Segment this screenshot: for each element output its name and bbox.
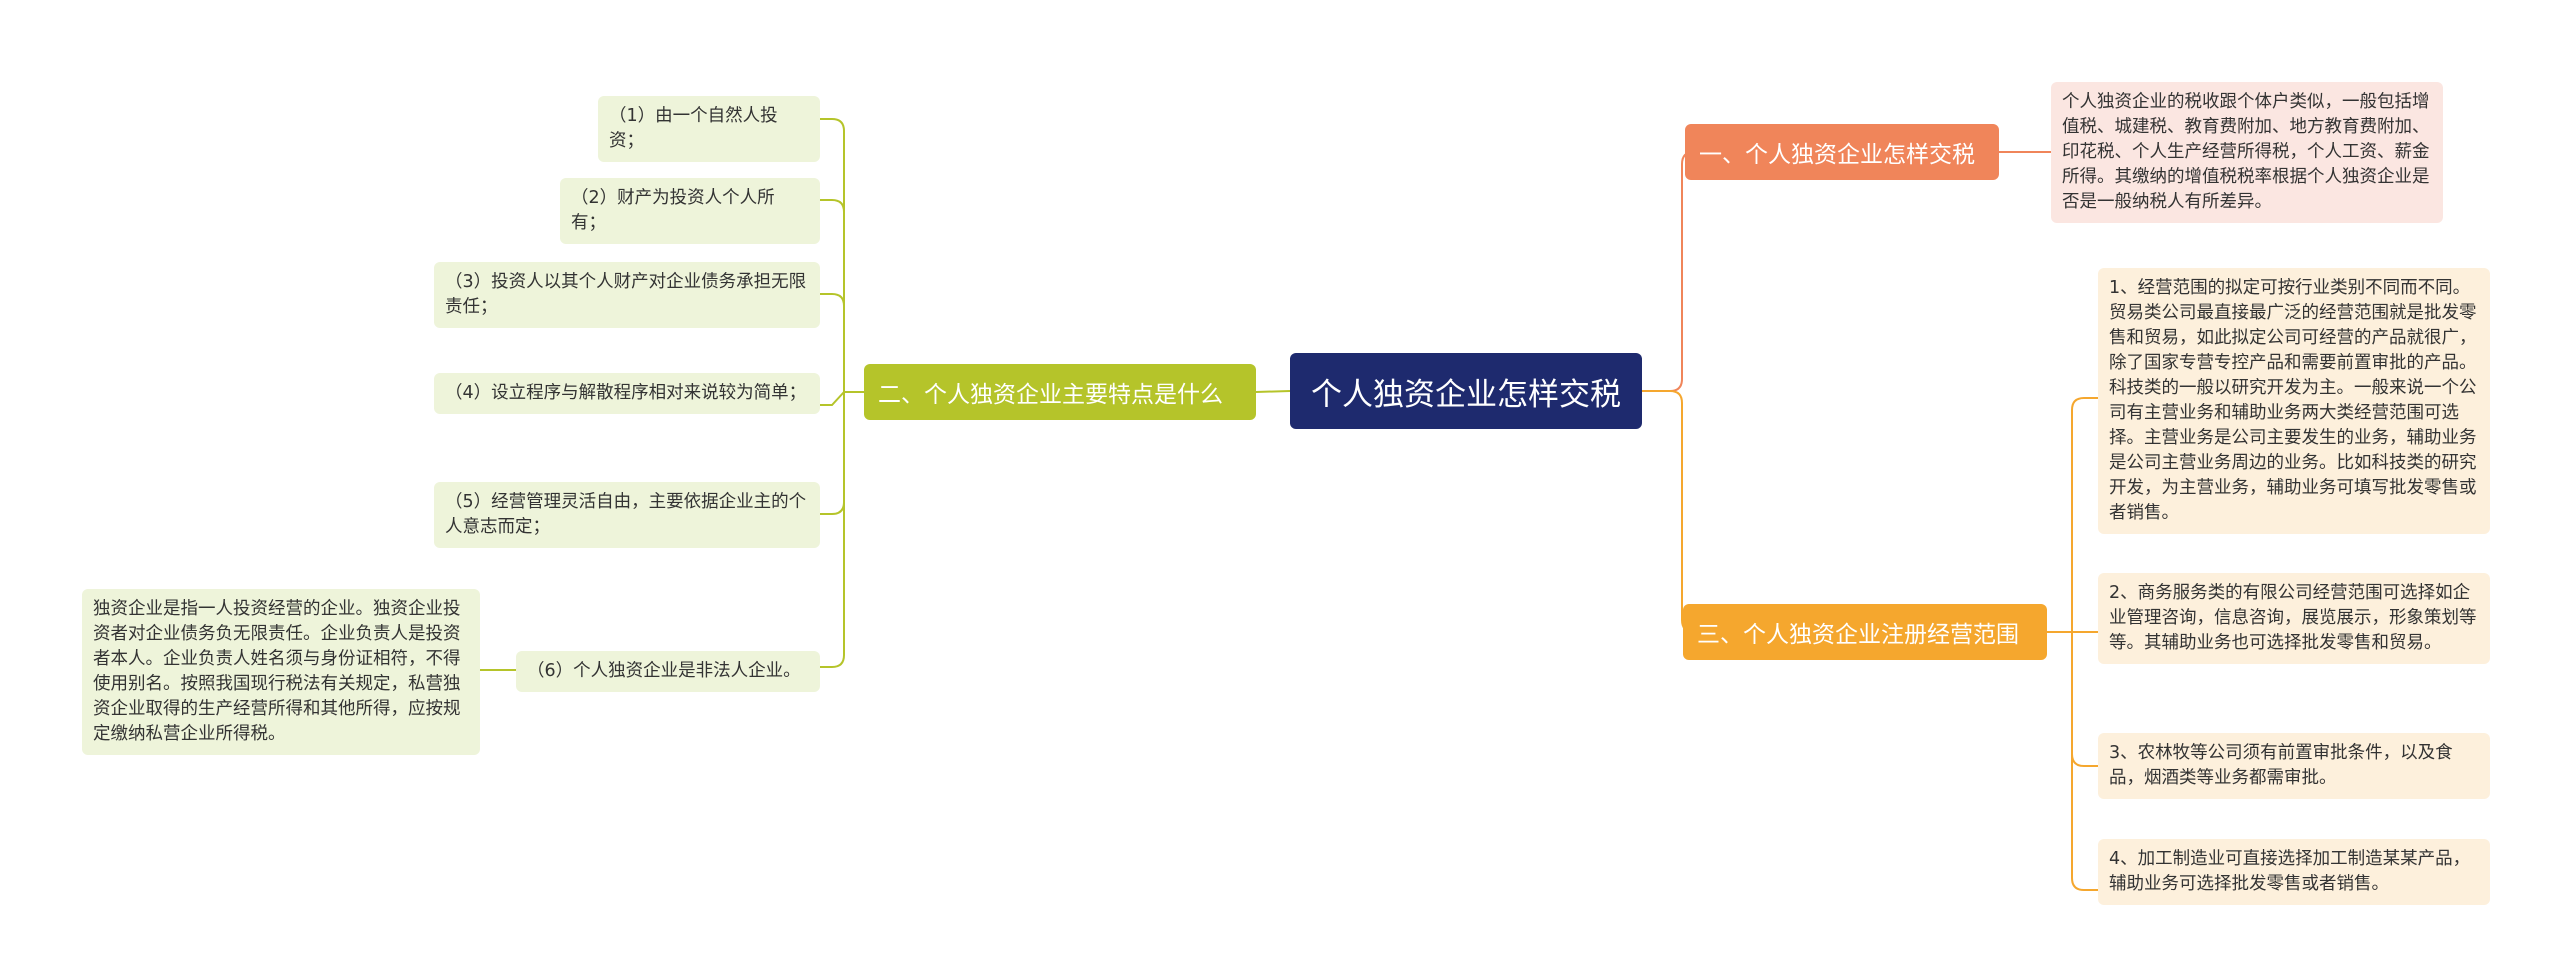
feature-item-4[interactable]: （4）设立程序与解散程序相对来说较为简单； xyxy=(434,373,820,414)
branch-how-to-pay-tax[interactable]: 一、个人独资企业怎样交税 xyxy=(1685,124,1999,180)
feature-item-3[interactable]: （3）投资人以其个人财产对企业债务承担无限责任； xyxy=(434,262,820,328)
link-branch3-leaves xyxy=(2047,397,2098,891)
link-root-branch2 xyxy=(1255,390,1291,393)
feature-item-1[interactable]: （1）由一个自然人投资； xyxy=(598,96,820,162)
tax-description[interactable]: 个人独资企业的税收跟个体户类似，一般包括增值税、城建税、教育费附加、地方教育费附… xyxy=(2051,82,2443,223)
branch-business-scope[interactable]: 三、个人独资企业注册经营范围 xyxy=(1683,604,2047,660)
scope-item-2[interactable]: 2、商务服务类的有限公司经营范围可选择如企业管理咨询，信息咨询，展览展示，形象策… xyxy=(2098,573,2490,664)
feature-item-6[interactable]: （6）个人独资企业是非法人企业。 xyxy=(516,651,820,692)
root-topic[interactable]: 个人独资企业怎样交税 xyxy=(1290,353,1642,429)
scope-item-4[interactable]: 4、加工制造业可直接选择加工制造某某产品，辅助业务可选择批发零售或者销售。 xyxy=(2098,839,2490,905)
feature-item-2[interactable]: （2）财产为投资人个人所有； xyxy=(560,178,820,244)
branch-main-features[interactable]: 二、个人独资企业主要特点是什么 xyxy=(864,364,1256,420)
link-root-branch1 xyxy=(1642,151,1695,392)
scope-item-1[interactable]: 1、经营范围的拟定可按行业类别不同而不同。贸易类公司最直接最广泛的经营范围就是批… xyxy=(2098,268,2490,534)
scope-item-3[interactable]: 3、农林牧等公司须有前置审批条件，以及食品，烟酒类等业务都需审批。 xyxy=(2098,733,2490,799)
non-legal-entity-note[interactable]: 独资企业是指一人投资经营的企业。独资企业投资者对企业债务负无限责任。企业负责人是… xyxy=(82,589,480,755)
link-root-branch3 xyxy=(1642,390,1695,633)
link-branch2-leaves xyxy=(820,118,864,668)
feature-item-5[interactable]: （5）经营管理灵活自由，主要依据企业主的个人意志而定； xyxy=(434,482,820,548)
